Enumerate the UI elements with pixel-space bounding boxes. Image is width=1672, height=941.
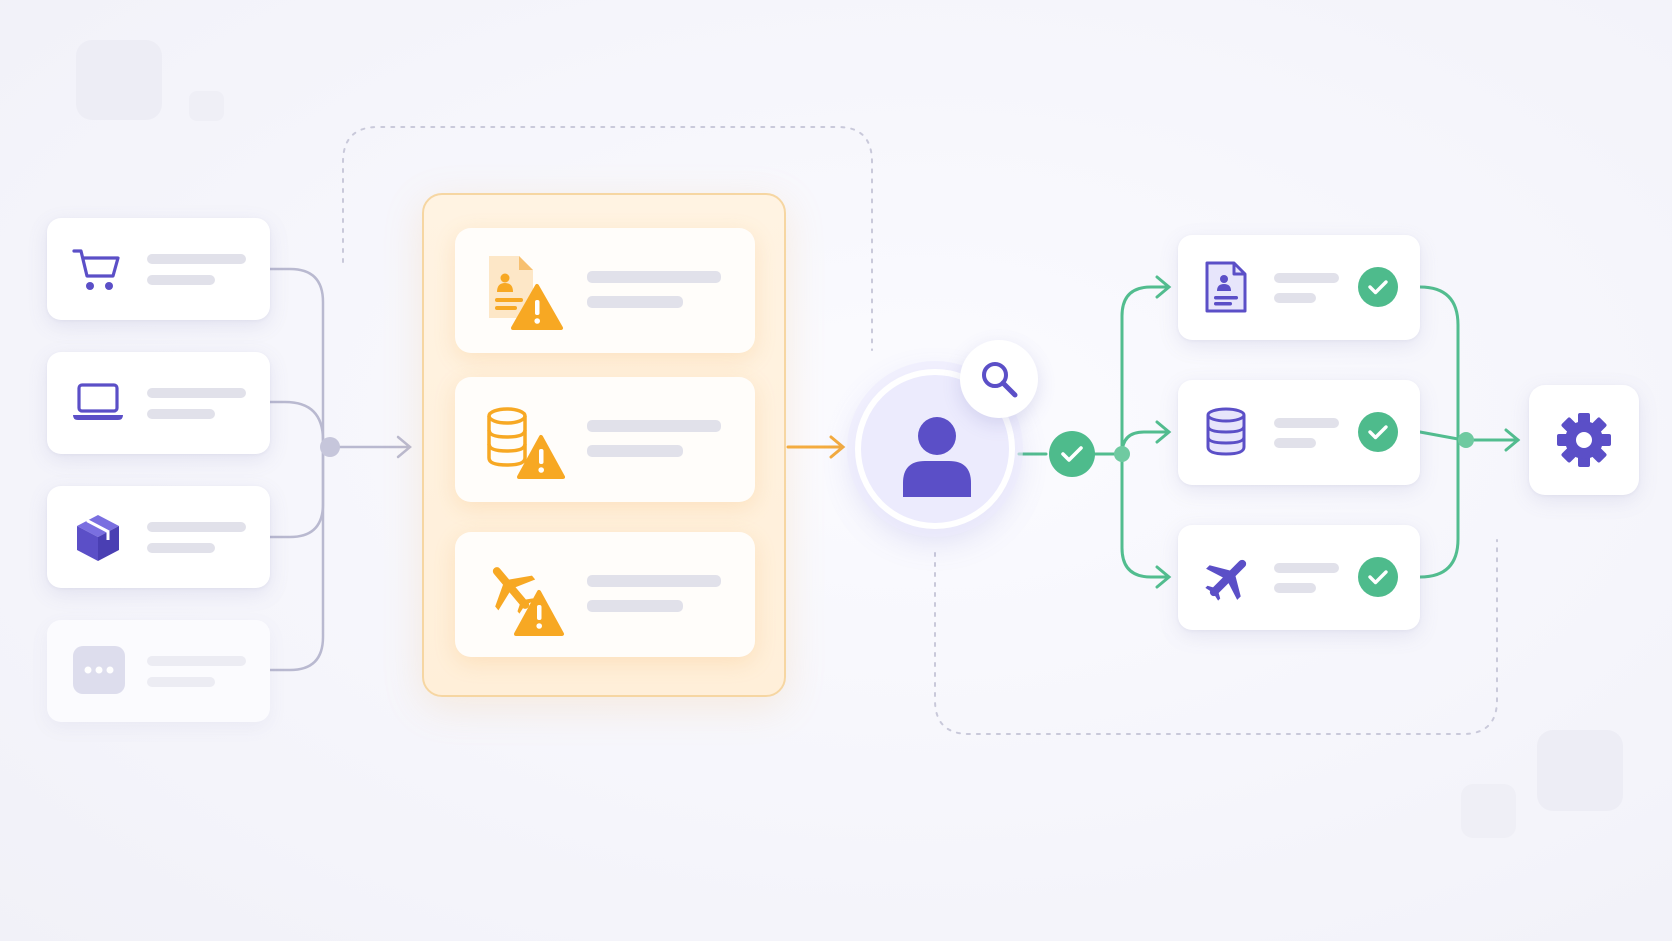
issue-card-flight[interactable]: [455, 532, 755, 657]
source-connector: [268, 267, 325, 447]
placeholder-line: [147, 409, 215, 419]
laptop-icon: [73, 383, 123, 420]
placeholder-line: [147, 656, 246, 666]
gear-icon: [1557, 413, 1611, 467]
placeholder-line: [1274, 438, 1316, 448]
split-connector: [1120, 285, 1170, 456]
placeholder-line: [147, 543, 215, 553]
source-card-package[interactable]: [47, 486, 270, 588]
placeholder-line: [147, 275, 215, 285]
join-connector: [1418, 285, 1460, 442]
source-connector: [268, 445, 325, 539]
search-badge[interactable]: [960, 340, 1038, 418]
search-icon: [982, 362, 1018, 398]
check-icon: [1368, 280, 1388, 295]
arrowhead: [396, 435, 412, 459]
flight-warning-icon: [492, 567, 564, 636]
decor-square: [1461, 784, 1516, 838]
resolved-status-badge: [1358, 557, 1398, 597]
join-node: [1458, 432, 1474, 448]
placeholder-line: [1274, 583, 1316, 593]
source-card-laptop[interactable]: [47, 352, 270, 454]
arrowhead: [829, 435, 846, 459]
placeholder-line: [1274, 293, 1316, 303]
placeholder-line: [587, 296, 683, 308]
resolved-card-flight[interactable]: [1178, 525, 1420, 630]
arrowhead: [1155, 565, 1172, 589]
dashed-return-path: [934, 539, 1498, 735]
placeholder-line: [1274, 418, 1339, 428]
decor-square: [76, 40, 162, 120]
document-icon: [1205, 261, 1247, 313]
decor-square: [1537, 730, 1623, 811]
arrowhead: [1504, 428, 1521, 452]
issue-card-document[interactable]: [455, 228, 755, 353]
resolved-card-document[interactable]: [1178, 235, 1420, 340]
person-icon: [903, 417, 971, 497]
document-warning-icon: [489, 256, 563, 330]
placeholder-line: [587, 445, 683, 457]
airplane-icon: [1205, 559, 1247, 601]
placeholder-line: [147, 522, 246, 532]
output-settings-card[interactable]: [1529, 385, 1639, 495]
database-warning-icon: [487, 407, 565, 479]
join-connector: [1418, 430, 1460, 441]
package-box-icon: [77, 515, 119, 561]
arrowhead: [1155, 275, 1172, 299]
placeholder-line: [147, 388, 246, 398]
placeholder-line: [147, 254, 246, 264]
source-connector: [268, 400, 325, 449]
placeholder-line: [587, 600, 683, 612]
issue-card-database[interactable]: [455, 377, 755, 502]
more-dots-icon: [73, 646, 125, 694]
resolved-status-badge: [1358, 412, 1398, 452]
shopping-cart-icon: [72, 249, 120, 290]
decor-square: [189, 91, 224, 121]
source-card-more[interactable]: [47, 620, 270, 722]
placeholder-line: [1274, 563, 1339, 573]
resolved-status-badge: [1358, 267, 1398, 307]
split-node: [1114, 446, 1130, 462]
placeholder-line: [587, 575, 721, 587]
join-connector: [1418, 438, 1460, 579]
check-icon: [1368, 425, 1388, 440]
arrowhead: [1155, 420, 1172, 444]
resolved-card-database[interactable]: [1178, 380, 1420, 485]
check-icon: [1368, 570, 1388, 585]
merge-node: [320, 437, 340, 457]
check-icon: [1061, 446, 1083, 462]
placeholder-line: [1274, 273, 1339, 283]
placeholder-line: [587, 271, 721, 283]
split-connector: [1120, 452, 1170, 579]
database-icon: [1206, 407, 1246, 456]
source-card-shopping[interactable]: [47, 218, 270, 320]
placeholder-line: [587, 420, 721, 432]
approval-check-badge: [1049, 431, 1095, 477]
source-connector: [268, 445, 325, 672]
placeholder-line: [147, 677, 215, 687]
